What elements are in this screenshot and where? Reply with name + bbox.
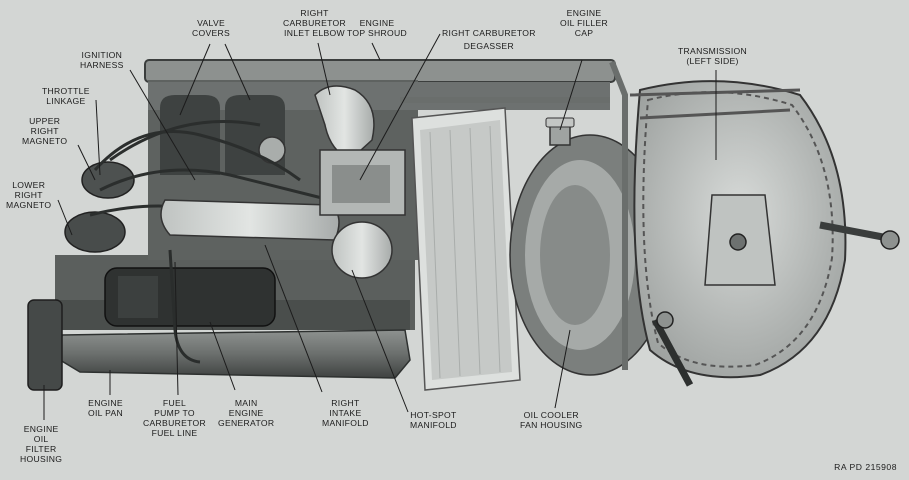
transmission — [629, 80, 900, 387]
leader-lines — [43, 33, 717, 420]
fuel-line — [168, 249, 201, 364]
label-transmission: TRANSMISSION(LEFT SIDE) — [678, 46, 748, 66]
main-engine-generator — [104, 267, 276, 327]
ignition-harness — [89, 120, 331, 217]
engine-oil-pan — [59, 329, 411, 379]
oil-cooler — [411, 107, 521, 391]
engine-oil-filler-cap — [545, 117, 575, 146]
engine-top-shroud — [400, 60, 628, 370]
figure-id: RA PD 215908 — [834, 462, 897, 472]
valve-covers — [160, 95, 286, 175]
lower-right-magneto — [64, 211, 126, 253]
hot-spot-manifold — [331, 221, 393, 279]
engine-oil-filter-housing — [27, 299, 63, 391]
upper-right-magneto — [81, 161, 135, 199]
right-intake-manifold — [160, 199, 340, 241]
oil-cooler-fan-housing — [509, 134, 671, 376]
right-carburetor — [314, 85, 406, 216]
